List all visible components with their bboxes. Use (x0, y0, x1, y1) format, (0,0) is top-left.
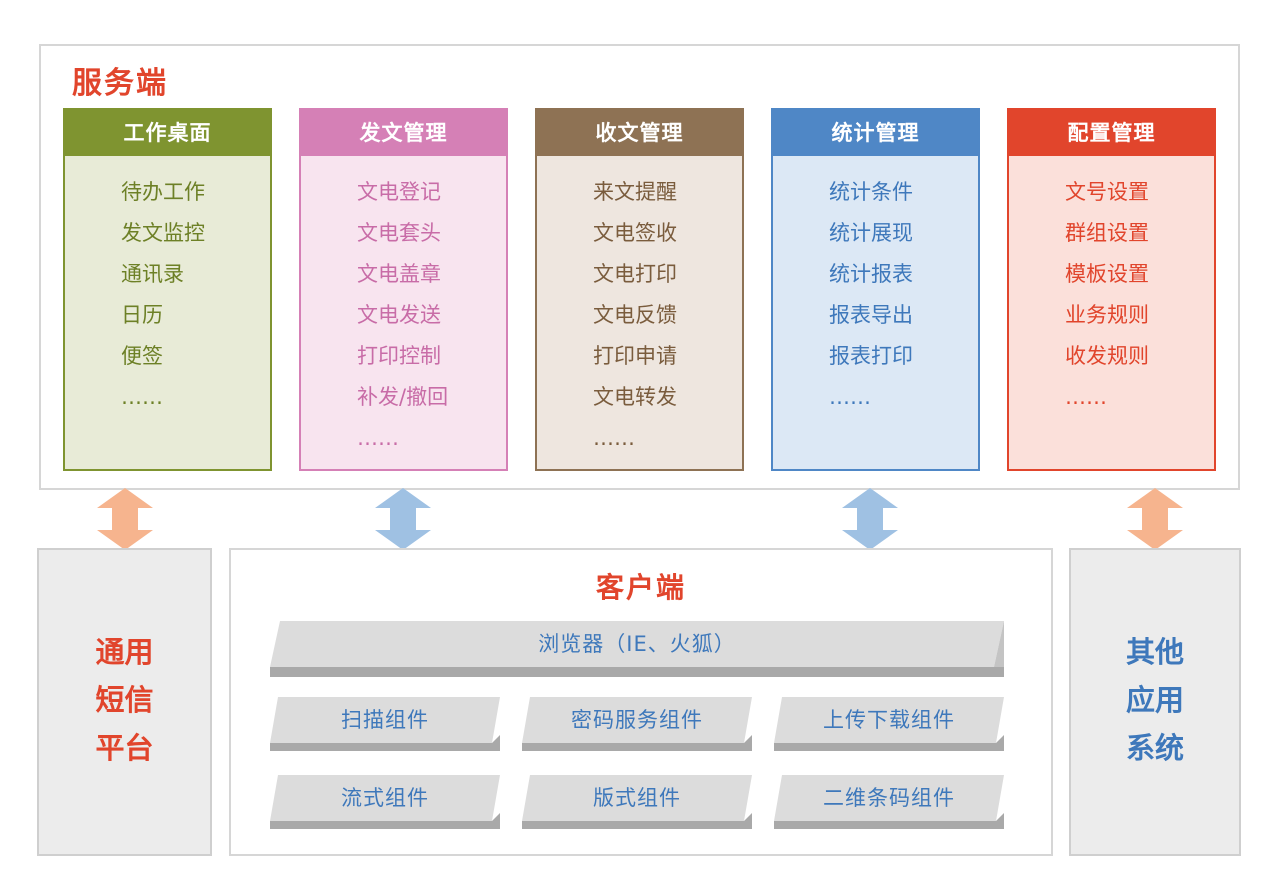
module-item: 统计报表 (829, 262, 913, 286)
double-arrow-icon (97, 488, 153, 550)
module-item: 发文监控 (121, 221, 205, 245)
module-item: 文电反馈 (593, 303, 677, 327)
module-config-management: 配置管理 文号设置 群组设置 模板设置 业务规则 收发规则 …… (1007, 108, 1216, 471)
module-item: …… (593, 426, 635, 450)
module-item: 待办工作 (121, 180, 205, 204)
module-item: …… (829, 385, 871, 409)
module-item: 文电套头 (357, 221, 441, 245)
sms-platform-line: 通用 (95, 635, 154, 669)
module-item: 收发规则 (1065, 344, 1149, 368)
module-statistics-management: 统计管理 统计条件 统计展现 统计报表 报表导出 报表打印 …… (771, 108, 980, 471)
component-slab: 流式组件 (270, 775, 500, 829)
slab-shape (522, 775, 752, 829)
other-systems-line: 其他 (1125, 635, 1184, 669)
other-systems-label: 其他 应用 系统 (1071, 628, 1239, 772)
sms-platform-label: 通用 短信 平台 (39, 628, 210, 772)
module-item: …… (1065, 385, 1107, 409)
browser-slab: 浏览器（IE、火狐） (270, 621, 1004, 677)
component-label: 版式组件 (593, 786, 681, 810)
component-slab: 二维条码组件 (774, 775, 1004, 829)
double-arrow-icon (1127, 488, 1183, 550)
module-item: 通讯录 (121, 262, 184, 286)
module-item: 文号设置 (1065, 180, 1149, 204)
other-systems-box: 其他 应用 系统 (1069, 548, 1241, 856)
module-item-list: 来文提醒 文电签收 文电打印 文电反馈 打印申请 文电转发 …… (537, 156, 742, 459)
sms-platform-box: 通用 短信 平台 (37, 548, 212, 856)
module-item: 补发/撤回 (357, 385, 449, 409)
other-systems-line: 系统 (1125, 731, 1184, 765)
other-systems-line: 应用 (1125, 683, 1184, 717)
module-item: 打印控制 (357, 344, 441, 368)
sms-platform-line: 短信 (95, 683, 154, 717)
module-item: 文电盖章 (357, 262, 441, 286)
module-item: 文电打印 (593, 262, 677, 286)
module-item: …… (357, 426, 399, 450)
double-arrow-icon (375, 488, 431, 550)
module-item: 文电发送 (357, 303, 441, 327)
component-label: 二维条码组件 (823, 786, 955, 810)
component-label: 上传下载组件 (823, 708, 955, 732)
module-item: 统计条件 (829, 180, 913, 204)
component-slab: 版式组件 (522, 775, 752, 829)
double-arrow-icon (842, 488, 898, 550)
slab-shape (522, 697, 752, 751)
module-item: 统计展现 (829, 221, 913, 245)
component-slab: 密码服务组件 (522, 697, 752, 751)
client-title: 客户端 (595, 571, 686, 604)
module-item: 报表导出 (829, 303, 913, 327)
component-label: 密码服务组件 (571, 708, 703, 732)
module-item: …… (121, 385, 163, 409)
module-item-list: 待办工作 发文监控 通讯录 日历 便签 …… (65, 156, 270, 418)
module-title: 统计管理 (773, 110, 978, 156)
module-item: 文电签收 (593, 221, 677, 245)
module-work-desktop: 工作桌面 待办工作 发文监控 通讯录 日历 便签 …… (63, 108, 272, 471)
module-title: 配置管理 (1009, 110, 1214, 156)
slab-shape (774, 697, 1004, 751)
sms-platform-line: 平台 (95, 731, 154, 765)
component-label: 扫描组件 (341, 708, 429, 732)
module-item-list: 统计条件 统计展现 统计报表 报表导出 报表打印 …… (773, 156, 978, 418)
server-title: 服务端 (72, 66, 168, 101)
module-item: 群组设置 (1065, 221, 1149, 245)
module-title: 收文管理 (537, 110, 742, 156)
component-slab: 上传下载组件 (774, 697, 1004, 751)
module-item: 便签 (121, 344, 163, 368)
slab-shape (270, 621, 1004, 677)
component-slab: 扫描组件 (270, 697, 500, 751)
module-item: 业务规则 (1065, 303, 1149, 327)
module-item: 来文提醒 (593, 180, 677, 204)
module-dispatch-management: 发文管理 文电登记 文电套头 文电盖章 文电发送 打印控制 补发/撤回 …… (299, 108, 508, 471)
module-item: 打印申请 (593, 344, 677, 368)
module-item: 文电登记 (357, 180, 441, 204)
component-label: 流式组件 (341, 786, 429, 810)
browser-label: 浏览器（IE、火狐） (538, 632, 736, 656)
module-receive-management: 收文管理 来文提醒 文电签收 文电打印 文电反馈 打印申请 文电转发 …… (535, 108, 744, 471)
slab-shape (270, 697, 500, 751)
module-title: 发文管理 (301, 110, 506, 156)
module-item: 文电转发 (593, 385, 677, 409)
slab-shape (270, 775, 500, 829)
module-title: 工作桌面 (65, 110, 270, 156)
module-item: 报表打印 (829, 344, 913, 368)
module-item: 模板设置 (1065, 262, 1149, 286)
slab-shape (774, 775, 1004, 829)
module-item-list: 文号设置 群组设置 模板设置 业务规则 收发规则 …… (1009, 156, 1214, 418)
module-item-list: 文电登记 文电套头 文电盖章 文电发送 打印控制 补发/撤回 …… (301, 156, 506, 459)
module-item: 日历 (121, 303, 163, 327)
